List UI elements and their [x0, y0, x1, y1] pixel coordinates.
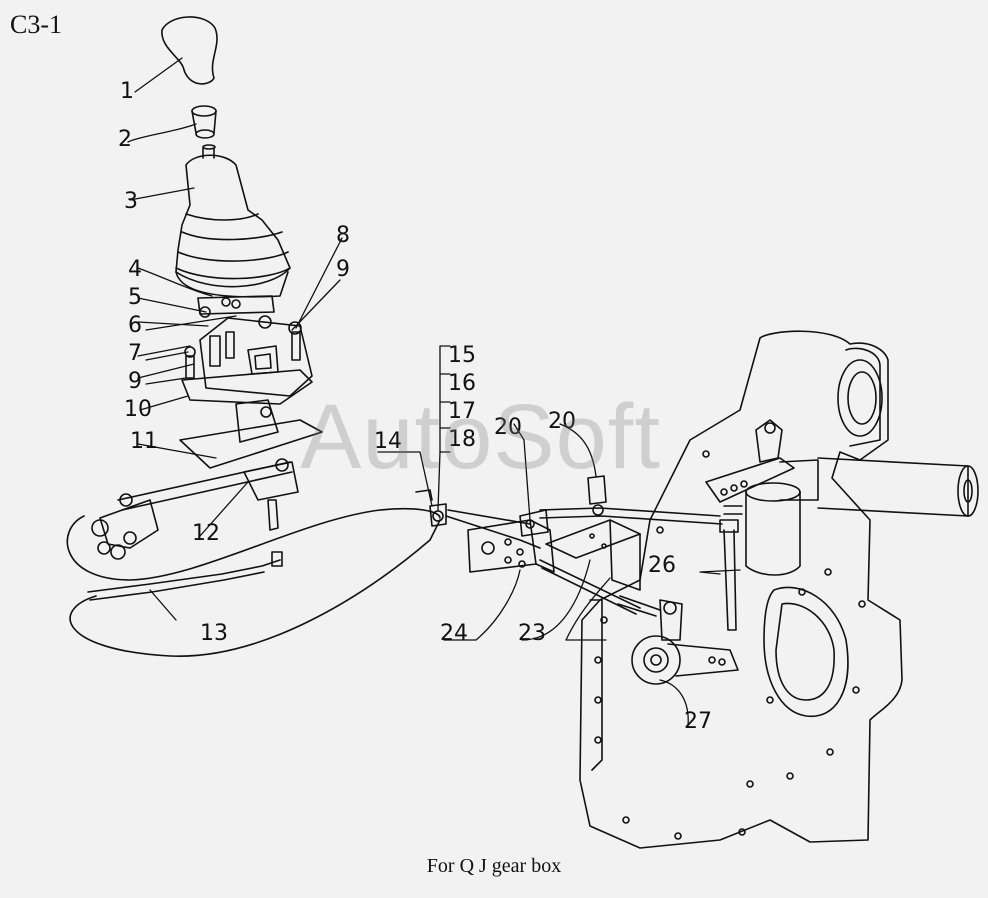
lower-bracket: [179, 399, 323, 531]
leader-lines: [127, 57, 741, 727]
gearbox-housing: [579, 330, 903, 849]
callout-16: 16: [448, 371, 476, 396]
actuator-cylinder: [705, 419, 819, 631]
shift-lever: [617, 595, 739, 685]
angle-bracket: [539, 519, 641, 615]
callout-10: 10: [124, 397, 152, 422]
callout-9a: 9: [336, 257, 350, 282]
shift-knob: [161, 16, 218, 85]
callout-20a: 20: [494, 415, 522, 440]
output-shaft: [817, 457, 979, 517]
shift-rod-assembly: [91, 461, 293, 560]
page-code: C3-1: [10, 10, 62, 39]
callout-9b: 9: [128, 369, 142, 394]
callout-27: 27: [684, 709, 712, 734]
callout-3: 3: [124, 189, 138, 214]
shift-cable: [66, 507, 441, 657]
shifter-housing: [181, 295, 313, 418]
callout-15: 15: [448, 343, 476, 368]
sleeve: [191, 105, 217, 139]
callout-17: 17: [448, 399, 476, 424]
callout-6: 6: [128, 313, 142, 338]
middle-linkage: [415, 475, 723, 549]
callout-24: 24: [440, 621, 468, 646]
callout-18: 18: [448, 427, 476, 452]
callout-13: 13: [200, 621, 228, 646]
callout-20b: 20: [548, 409, 576, 434]
callout-23: 23: [518, 621, 546, 646]
callout-12: 12: [192, 521, 220, 546]
callout-26: 26: [648, 553, 676, 578]
callout-labels: 1 2 3 4 5 6 7 8 9 9 10 11 12 13 14 15 16…: [118, 79, 712, 734]
callout-11: 11: [130, 429, 158, 454]
rubber-boot: [175, 144, 291, 298]
callout-2: 2: [118, 127, 132, 152]
pivot-block: [467, 519, 555, 573]
callout-1: 1: [120, 79, 134, 104]
callout-4: 4: [128, 257, 142, 282]
callout-8: 8: [336, 223, 350, 248]
callout-14: 14: [374, 429, 402, 454]
callout-5: 5: [128, 285, 142, 310]
callout-7: 7: [128, 341, 142, 366]
diagram-caption: For Q J gear box: [426, 855, 562, 877]
